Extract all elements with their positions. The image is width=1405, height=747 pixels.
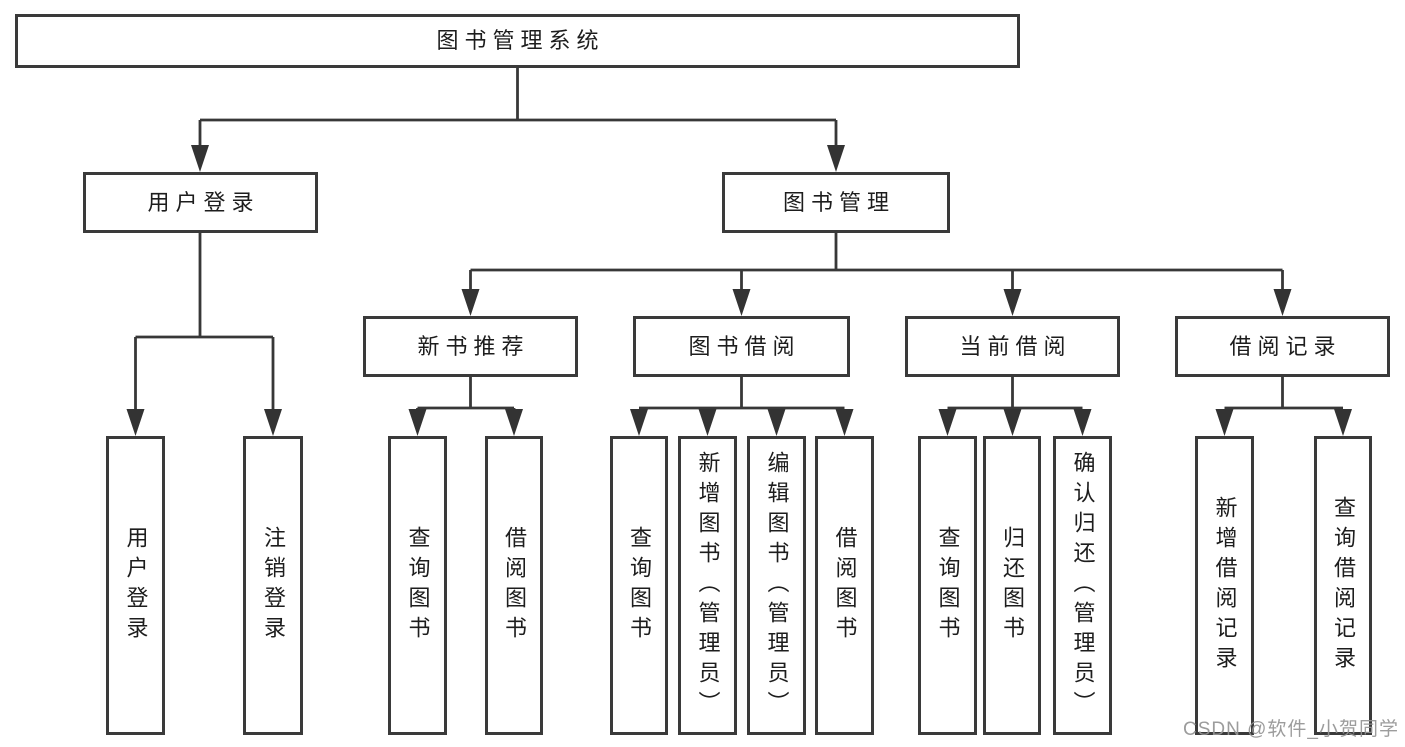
arrowhead-icon [1273, 289, 1292, 316]
arrowhead-icon [461, 289, 480, 316]
leaf-confirm-return: 确认归还（管理员） [1053, 436, 1112, 735]
leaf-query-book-3-label: 查询图书 [935, 525, 961, 646]
leaf-query-book-1-label: 查询图书 [405, 525, 431, 646]
node-borrow-records-label: 借阅记录 [1229, 333, 1342, 359]
arrowhead-icon [126, 409, 145, 436]
leaf-add-record-label: 新增借阅记录 [1212, 495, 1238, 676]
connector-root [191, 68, 845, 172]
leaf-user-login-label: 用户登录 [123, 525, 149, 646]
connector-user-login [126, 233, 282, 436]
node-root: 图书管理系统 [15, 14, 1020, 68]
leaf-add-record: 新增借阅记录 [1195, 436, 1254, 735]
arrowhead-icon [505, 409, 523, 436]
arrowhead-icon [1003, 409, 1022, 436]
arrowhead-icon [1073, 409, 1092, 436]
arrowhead-icon [938, 409, 957, 436]
arrowhead-icon [1003, 289, 1022, 316]
connector-book-borrow [630, 377, 854, 436]
leaf-add-book: 新增图书（管理员） [678, 436, 737, 735]
arrowhead-icon [835, 409, 854, 436]
node-book-borrow-label: 图书借阅 [688, 333, 801, 359]
node-user-login: 用户登录 [83, 172, 318, 233]
arrowhead-icon [698, 409, 717, 436]
arrowhead-icon [630, 409, 648, 436]
node-new-book-rec-label: 新书推荐 [417, 333, 530, 359]
leaf-return-book-label: 归还图书 [1000, 525, 1025, 646]
leaf-query-book-2: 查询图书 [610, 436, 668, 735]
node-book-mgmt-label: 图书管理 [782, 189, 895, 215]
arrowhead-icon [191, 145, 209, 172]
leaf-logout: 注销登录 [243, 436, 303, 735]
leaf-user-login: 用户登录 [106, 436, 165, 735]
connector-current-borrow [938, 377, 1092, 436]
leaf-edit-book-label: 编辑图书（管理员） [764, 450, 790, 721]
leaf-borrow-book-2: 借阅图书 [815, 436, 874, 735]
leaf-query-book-3: 查询图书 [918, 436, 977, 735]
node-user-login-label: 用户登录 [147, 189, 260, 215]
leaf-logout-label: 注销登录 [261, 525, 286, 646]
arrowhead-icon [1215, 409, 1234, 436]
leaf-borrow-book-2-label: 借阅图书 [832, 525, 858, 646]
arrowhead-icon [408, 409, 427, 436]
leaf-query-record-label: 查询借阅记录 [1331, 495, 1356, 676]
leaf-query-book-1: 查询图书 [388, 436, 447, 735]
leaf-confirm-return-label: 确认归还（管理员） [1070, 450, 1096, 721]
arrowhead-icon [1334, 409, 1352, 436]
leaf-borrow-book-1-label: 借阅图书 [502, 525, 527, 646]
connector-borrow-records [1215, 377, 1352, 436]
csdn-watermark: CSDN @软件_小贺同学 [1183, 719, 1399, 740]
leaf-query-book-2-label: 查询图书 [627, 525, 652, 646]
node-borrow-records: 借阅记录 [1175, 316, 1390, 377]
node-new-book-rec: 新书推荐 [363, 316, 578, 377]
leaf-return-book: 归还图书 [983, 436, 1041, 735]
node-book-borrow: 图书借阅 [633, 316, 850, 377]
arrowhead-icon [827, 145, 845, 172]
connector-book-mgmt [461, 233, 1292, 316]
arrowhead-icon [767, 409, 786, 436]
node-current-borrow-label: 当前借阅 [959, 333, 1072, 359]
node-root-label: 图书管理系统 [436, 28, 605, 53]
node-current-borrow: 当前借阅 [905, 316, 1120, 377]
leaf-borrow-book-1: 借阅图书 [485, 436, 543, 735]
leaf-query-record: 查询借阅记录 [1314, 436, 1372, 735]
node-book-mgmt: 图书管理 [722, 172, 950, 233]
leaf-edit-book: 编辑图书（管理员） [747, 436, 806, 735]
arrowhead-icon [732, 289, 751, 316]
arrowhead-icon [264, 409, 282, 436]
connector-new-book-rec [408, 377, 523, 436]
leaf-add-book-label: 新增图书（管理员） [695, 450, 721, 721]
